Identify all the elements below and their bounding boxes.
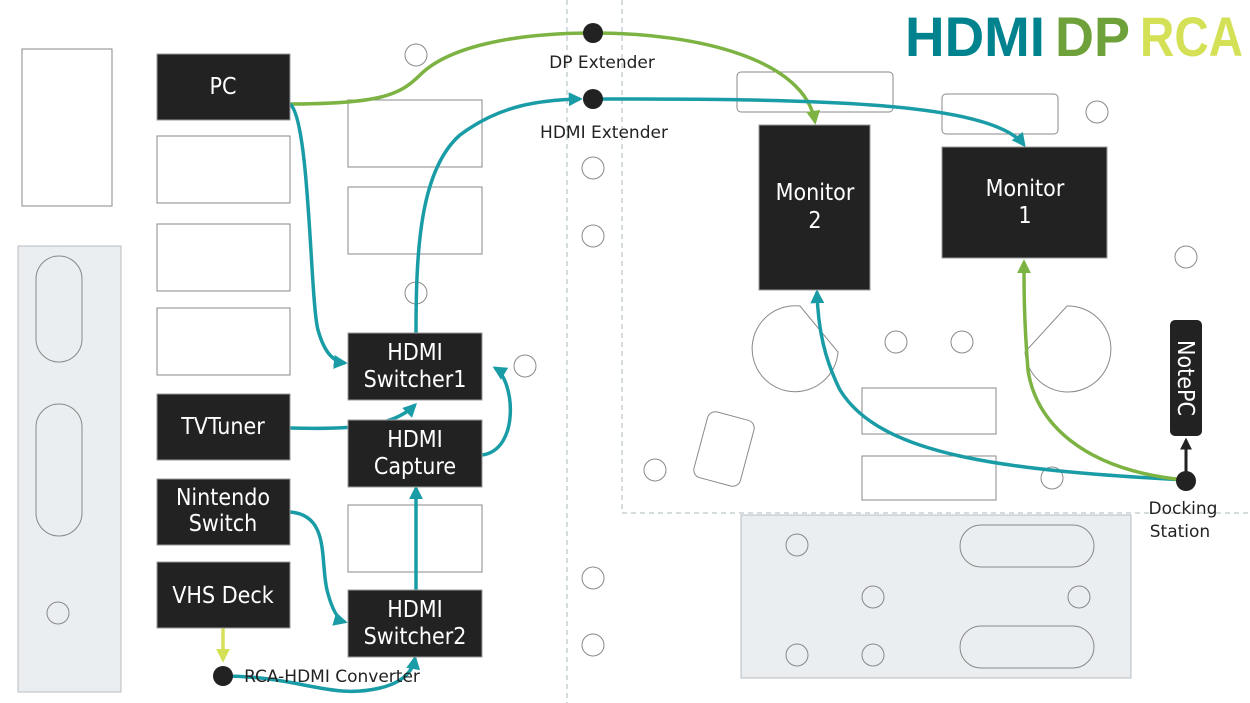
svg-text:TVTuner: TVTuner [180,414,265,440]
svg-text:HDMI: HDMI [387,597,442,623]
device-vhs-deck: VHS Deck [156,561,291,629]
svg-text:1: 1 [1018,203,1031,229]
hdmi-dock-to-monitor2 [810,289,1186,482]
hdmi-extender-node [583,89,603,109]
svg-text:Switcher2: Switcher2 [364,624,467,650]
hdmi-converter-to-switcher2 [222,655,421,694]
dp-extender-node [583,23,603,43]
svg-text:Switcher1: Switcher1 [364,367,467,393]
svg-text:Monitor: Monitor [986,176,1065,202]
docking-station-node [1176,471,1196,491]
svg-text:PC: PC [210,74,237,100]
svg-text:HDMI: HDMI [387,427,442,453]
dp-extender-label: DP Extender [549,53,655,73]
hdmi-nintendo-to-switcher2 [289,510,348,626]
svg-text:HDMI: HDMI [387,340,442,366]
dp-pc-to-monitor2 [287,31,821,125]
rca-converter-label: RCA-HDMI Converter [244,667,420,687]
legend-rca: RCA [1140,5,1243,68]
legend-dp: DP [1055,5,1130,68]
hdmi-extender-to-monitor1 [592,97,1026,148]
rca-converter-node [213,666,233,686]
legend: HDMI DP RCA [905,5,1243,68]
device-pc: PC [156,53,291,121]
dp-dock-to-monitor1 [1017,259,1186,482]
legend-hdmi: HDMI [905,5,1045,68]
svg-text:Nintendo: Nintendo [176,485,270,511]
hdmi-pc-to-switcher1 [288,102,348,369]
docking-station-label-2: Station [1150,522,1210,542]
svg-text:Capture: Capture [374,454,456,480]
docking-station-label: Docking [1149,499,1218,519]
svg-text:2: 2 [808,208,821,234]
nodes: DP Extender HDMI Extender RCA-HDMI Conve… [213,23,1217,687]
connections [216,31,1192,694]
svg-text:Monitor: Monitor [776,180,855,206]
svg-text:Switch: Switch [189,511,257,537]
device-notepc: NotePC [1170,320,1202,436]
hdmi-extender-label: HDMI Extender [540,123,668,143]
hdmi-capture-to-switcher1 [481,366,512,457]
hdmi-switcher1-to-extender [414,92,583,334]
svg-text:NotePC: NotePC [1172,340,1198,416]
svg-text:VHS Deck: VHS Deck [172,583,273,609]
device-tvtuner: TVTuner [156,393,291,461]
